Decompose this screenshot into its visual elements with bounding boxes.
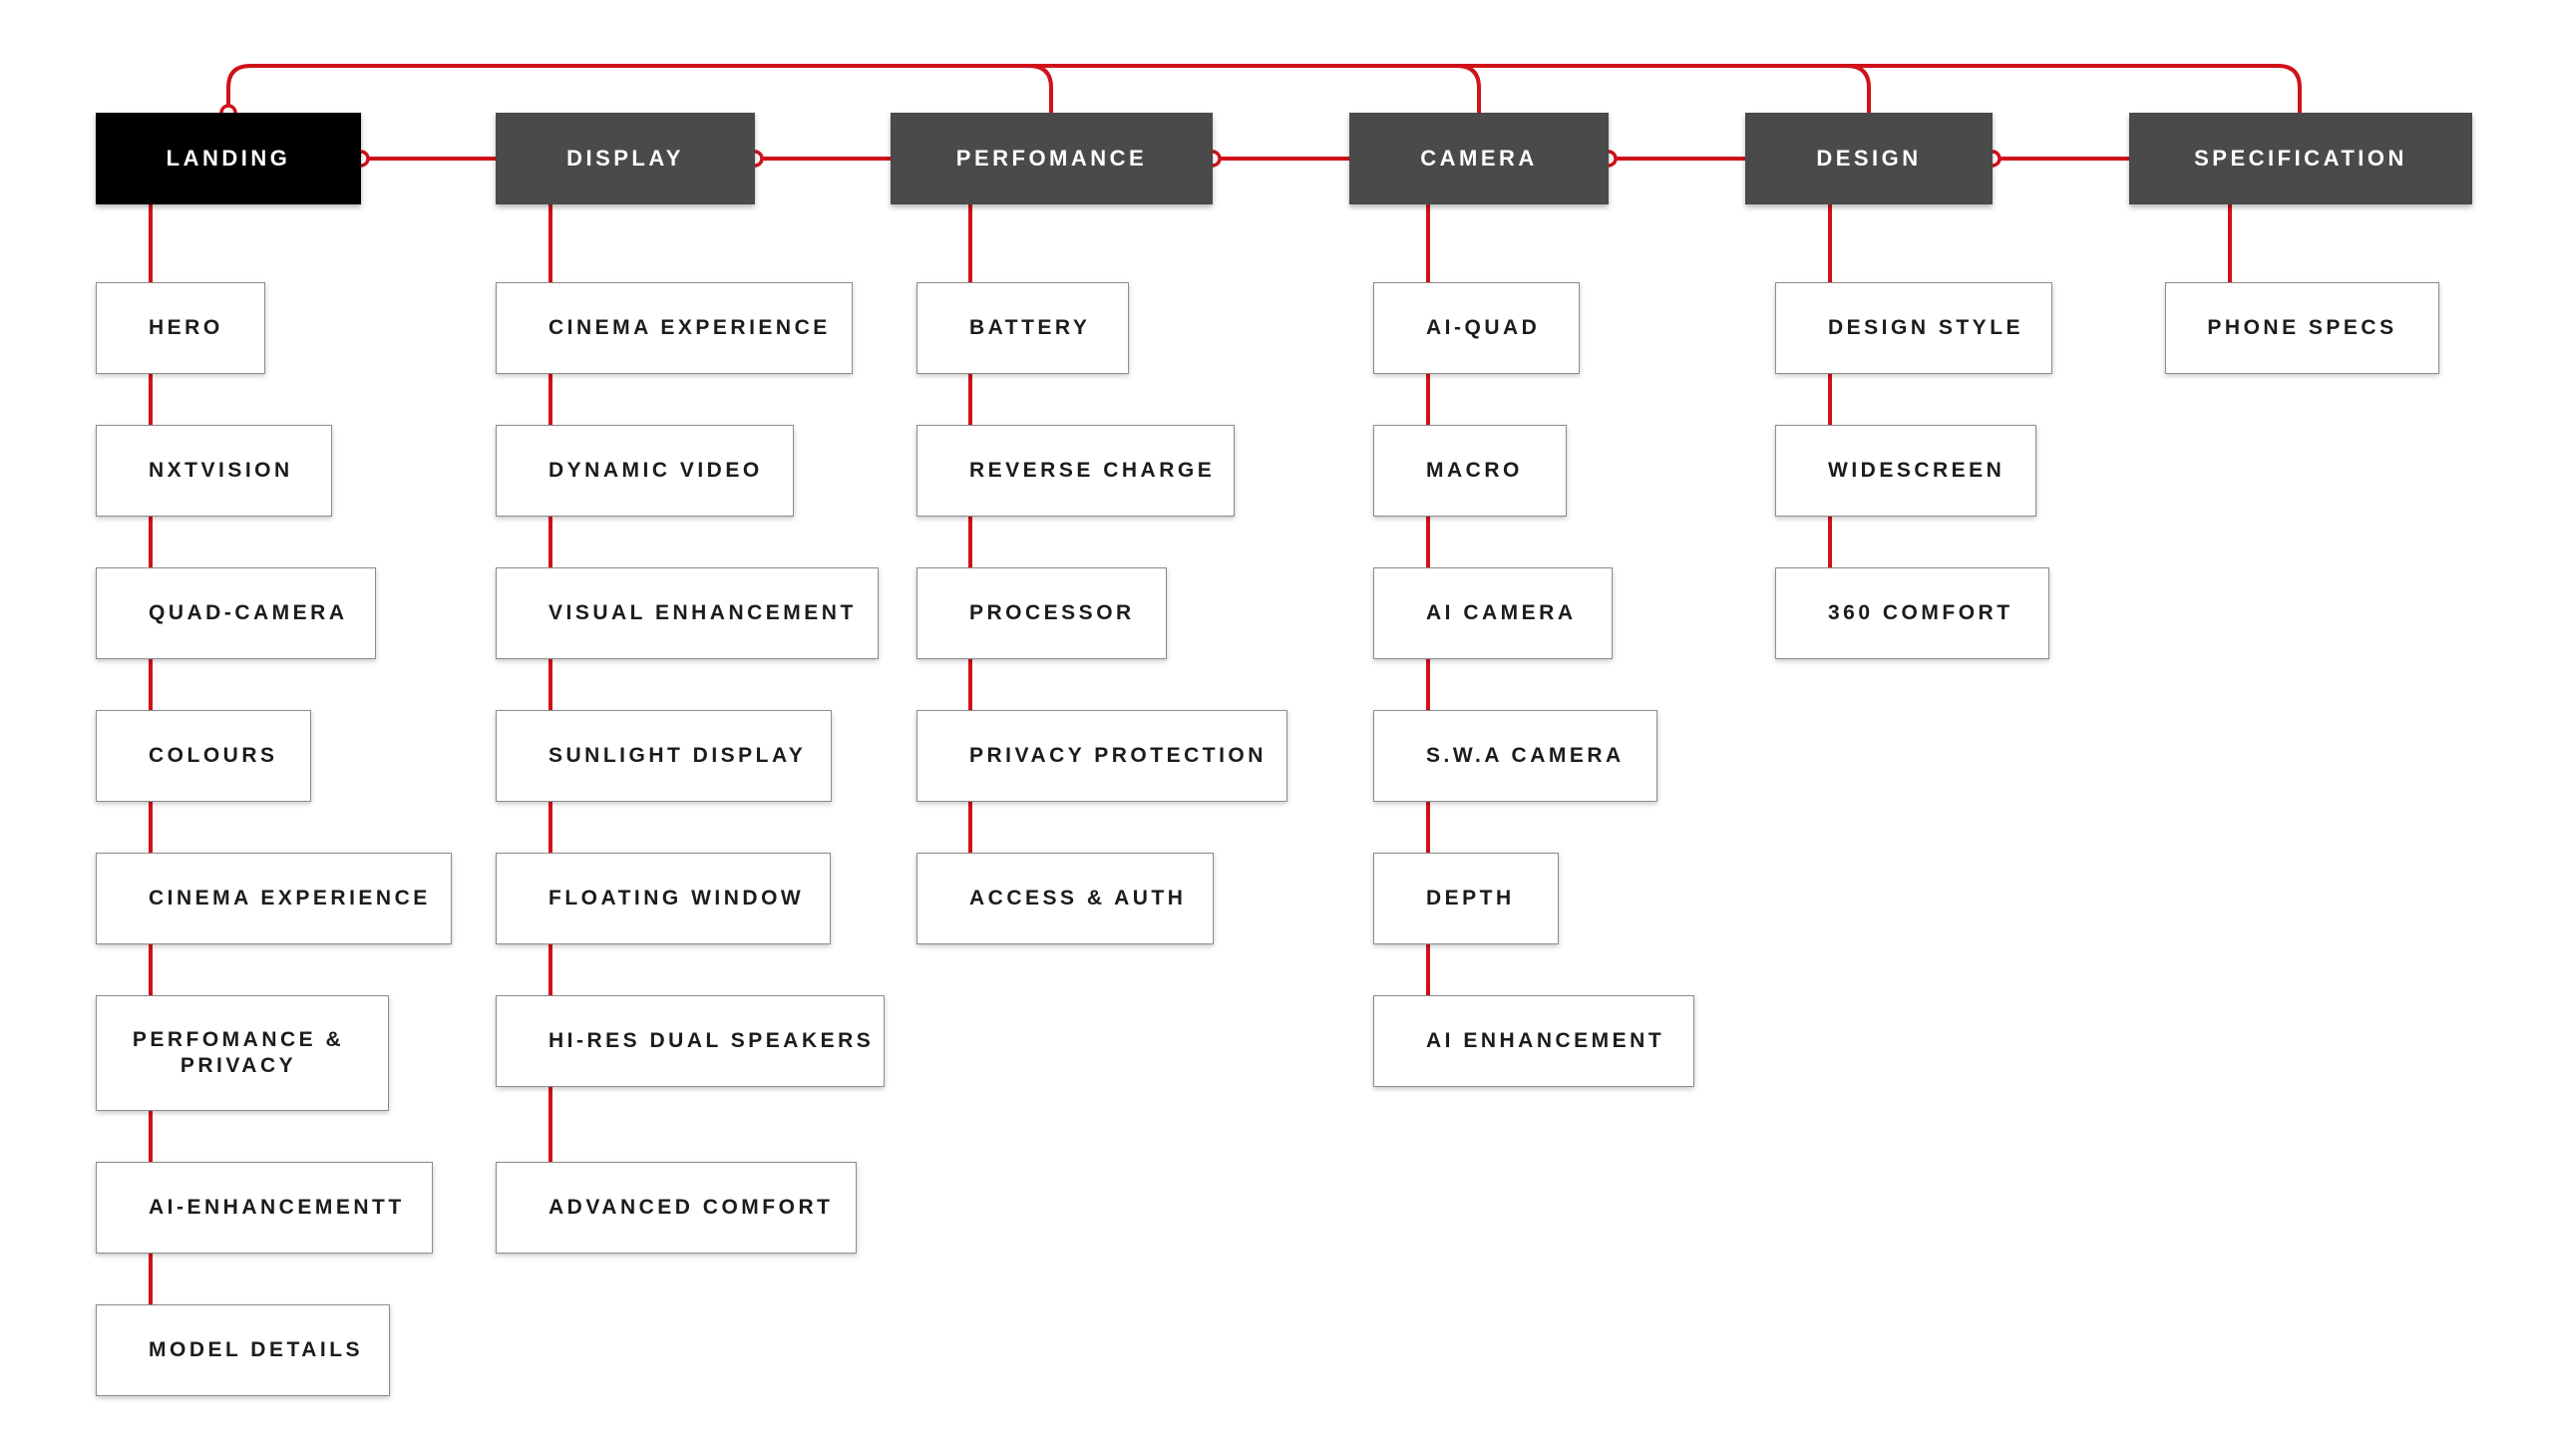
page-label: PROCESSOR [969, 600, 1135, 624]
page-node[interactable]: MACRO [1373, 425, 1567, 517]
section-perfomance[interactable]: PERFOMANCE [891, 113, 1213, 204]
page-node[interactable]: BATTERY [916, 282, 1129, 374]
page-label: CINEMA EXPERIENCE [149, 886, 431, 910]
page-label: CINEMA EXPERIENCE [548, 315, 831, 339]
page-label: SUNLIGHT DISPLAY [548, 743, 807, 767]
page-label: HERO [149, 315, 223, 339]
page-node[interactable]: S.W.A CAMERA [1373, 710, 1657, 802]
section-label: CAMERA [1420, 146, 1538, 172]
page-label: QUAD-CAMERA [149, 600, 348, 624]
section-label: PERFOMANCE [955, 146, 1148, 172]
page-node[interactable]: PERFOMANCE & PRIVACY [96, 995, 389, 1111]
page-node[interactable]: HERO [96, 282, 265, 374]
page-node[interactable]: HI-RES DUAL SPEAKERS [496, 995, 885, 1087]
section-landing[interactable]: LANDING [96, 113, 361, 204]
section-label: LANDING [166, 146, 291, 172]
page-label: 360 COMFORT [1828, 600, 2013, 624]
section-label: DISPLAY [566, 146, 684, 172]
page-node[interactable]: AI-QUAD [1373, 282, 1580, 374]
page-label: DEPTH [1426, 886, 1515, 910]
page-node[interactable]: ACCESS & AUTH [916, 853, 1214, 944]
section-specification[interactable]: SPECIFICATION [2129, 113, 2472, 204]
page-label: AI CAMERA [1426, 600, 1577, 624]
page-label: PERFOMANCE & PRIVACY [132, 1027, 345, 1077]
page-node[interactable]: SUNLIGHT DISPLAY [496, 710, 832, 802]
section-camera[interactable]: CAMERA [1349, 113, 1609, 204]
section-display[interactable]: DISPLAY [496, 113, 755, 204]
page-node[interactable]: PROCESSOR [916, 567, 1167, 659]
page-node[interactable]: WIDESCREEN [1775, 425, 2036, 517]
page-label: DYNAMIC VIDEO [548, 458, 763, 482]
page-label: S.W.A CAMERA [1426, 743, 1625, 767]
page-node[interactable]: ADVANCED COMFORT [496, 1162, 857, 1254]
page-label: FLOATING WINDOW [548, 886, 805, 910]
page-label: WIDESCREEN [1828, 458, 2006, 482]
page-label: AI-ENHANCEMENTT [149, 1195, 405, 1219]
page-label: AI ENHANCEMENT [1426, 1028, 1665, 1052]
page-node[interactable]: REVERSE CHARGE [916, 425, 1235, 517]
page-node[interactable]: AI CAMERA [1373, 567, 1613, 659]
page-node[interactable]: VISUAL ENHANCEMENT [496, 567, 879, 659]
page-label: PHONE SPECS [2207, 315, 2397, 339]
top-connector-branch [1028, 64, 1053, 113]
page-node[interactable]: COLOURS [96, 710, 311, 802]
page-node[interactable]: MODEL DETAILS [96, 1304, 390, 1396]
page-node[interactable]: FLOATING WINDOW [496, 853, 831, 944]
page-label: NXTVISION [149, 458, 293, 482]
page-node[interactable]: DESIGN STYLE [1775, 282, 2052, 374]
top-connector-branch [1456, 64, 1481, 113]
section-label: DESIGN [1816, 146, 1922, 172]
page-label: COLOURS [149, 743, 278, 767]
page-node[interactable]: DYNAMIC VIDEO [496, 425, 794, 517]
section-label: SPECIFICATION [2194, 146, 2407, 172]
page-node[interactable]: 360 COMFORT [1775, 567, 2049, 659]
page-label: HI-RES DUAL SPEAKERS [548, 1028, 875, 1052]
top-connector-line [226, 64, 2302, 113]
top-connector-branch [1846, 64, 1871, 113]
page-label: AI-QUAD [1426, 315, 1541, 339]
page-label: BATTERY [969, 315, 1091, 339]
page-node[interactable]: QUAD-CAMERA [96, 567, 376, 659]
section-design[interactable]: DESIGN [1745, 113, 1993, 204]
page-label: MODEL DETAILS [149, 1337, 364, 1361]
page-node[interactable]: CINEMA EXPERIENCE [96, 853, 452, 944]
page-node[interactable]: DEPTH [1373, 853, 1559, 944]
page-node[interactable]: CINEMA EXPERIENCE [496, 282, 853, 374]
page-node[interactable]: AI ENHANCEMENT [1373, 995, 1694, 1087]
page-label: MACRO [1426, 458, 1523, 482]
page-node[interactable]: AI-ENHANCEMENTT [96, 1162, 433, 1254]
page-node[interactable]: NXTVISION [96, 425, 332, 517]
page-label: PRIVACY PROTECTION [969, 743, 1267, 767]
page-label: REVERSE CHARGE [969, 458, 1216, 482]
page-label: VISUAL ENHANCEMENT [548, 600, 857, 624]
page-label: ADVANCED COMFORT [548, 1195, 834, 1219]
page-node[interactable]: PRIVACY PROTECTION [916, 710, 1287, 802]
page-label: ACCESS & AUTH [969, 886, 1187, 910]
page-node[interactable]: PHONE SPECS [2165, 282, 2439, 374]
page-label: DESIGN STYLE [1828, 315, 2024, 339]
